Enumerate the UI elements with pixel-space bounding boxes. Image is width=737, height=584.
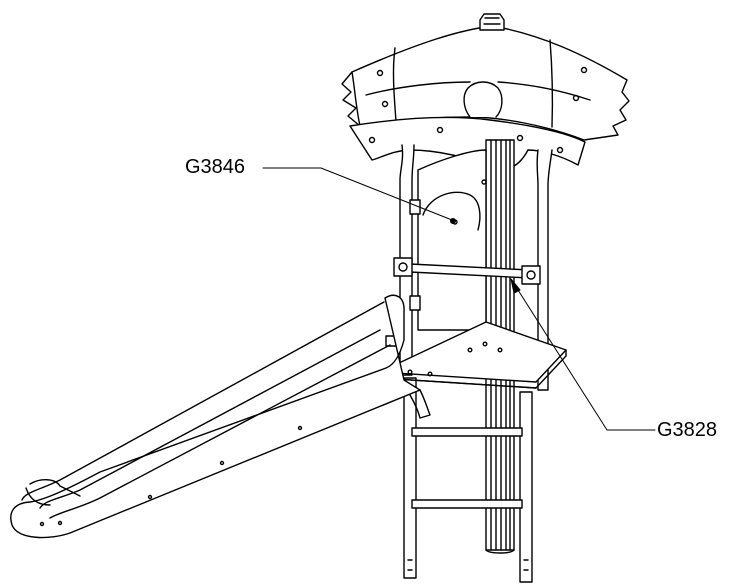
back-wall-panel — [417, 149, 487, 331]
callout-label-g3846: G3846 — [185, 156, 246, 178]
leader-g3828 — [510, 278, 656, 431]
tower-posts — [399, 144, 553, 583]
ladder — [411, 427, 523, 509]
roof-top-cap — [479, 13, 505, 31]
roof-canopy — [341, 25, 630, 141]
crossbar-g3828 — [393, 257, 541, 285]
slide — [10, 294, 431, 539]
leader-g3846 — [262, 167, 456, 224]
callout-label-g3828: G3828 — [657, 419, 718, 441]
